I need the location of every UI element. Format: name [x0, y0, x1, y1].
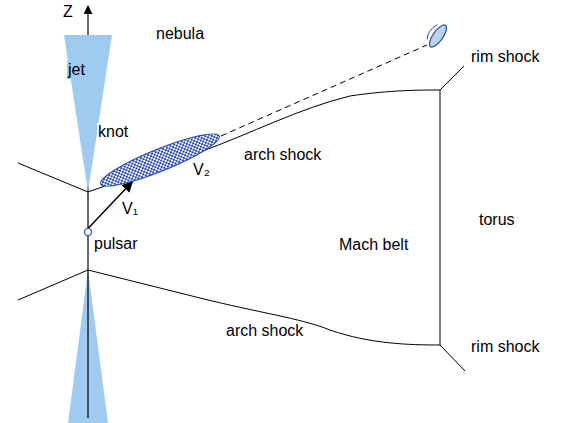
velocity-label: V₁ — [121, 200, 139, 218]
jet-cone — [64, 35, 112, 192]
jet-cone: jet — [64, 35, 112, 192]
shock-label: rim shock — [470, 48, 540, 66]
knot-ellipse: knot — [95, 123, 227, 195]
region-label: Mach belt — [338, 236, 409, 254]
rim-shock-line — [440, 345, 465, 371]
region-label: nebula — [155, 25, 205, 43]
pulsar-dot — [85, 229, 92, 236]
node-label: knot — [97, 123, 129, 141]
node-label: pulsar — [93, 235, 139, 253]
shock-line — [18, 163, 88, 192]
node-label: jet — [67, 61, 86, 79]
shock-label: arch shock — [225, 322, 304, 340]
line-of-sight — [221, 45, 427, 136]
shock-label: arch shock — [243, 146, 322, 164]
mach-belt-line — [440, 90, 441, 345]
axis-label: Z — [62, 3, 74, 21]
arch-shock-line — [88, 270, 440, 345]
rim-shock-line — [440, 66, 464, 90]
shock-line — [18, 270, 88, 300]
shock-label: rim shock — [470, 338, 540, 356]
pulsar-point: pulsar — [84, 228, 146, 256]
jet-cone-shape — [64, 35, 112, 192]
region-label: torus — [478, 211, 516, 229]
velocity-label: V₂ — [192, 161, 211, 179]
eye-symbol — [423, 20, 450, 50]
